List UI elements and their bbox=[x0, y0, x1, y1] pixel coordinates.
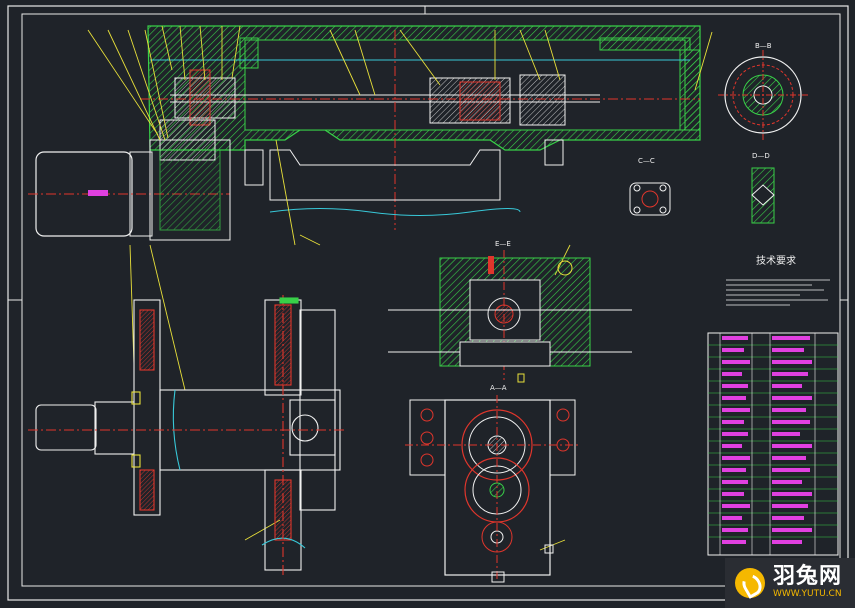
top-view bbox=[28, 295, 345, 575]
tech-requirements-lines bbox=[726, 279, 830, 306]
section-label-c: C—C bbox=[638, 157, 655, 165]
section-view-b bbox=[388, 250, 632, 383]
section-labels: B—B C—C D—D E—E A—A bbox=[490, 42, 772, 392]
main-housing-section bbox=[140, 25, 701, 230]
watermark: 羽兔网 WWW.YUTU.CN bbox=[725, 558, 855, 608]
section-label-d: D—D bbox=[752, 152, 770, 160]
detail-view-disc bbox=[718, 50, 808, 140]
tech-requirements-title: 技术要求 bbox=[756, 254, 796, 267]
detail-view-flange bbox=[629, 182, 671, 216]
section-label-e: E—E bbox=[495, 240, 511, 248]
gearbox-section-view bbox=[405, 395, 580, 583]
parts-list-table bbox=[707, 332, 839, 556]
detail-view-pulley bbox=[751, 167, 775, 224]
motor-side-view bbox=[28, 139, 231, 241]
leader-lines bbox=[87, 25, 713, 551]
section-label-a: A—A bbox=[490, 384, 507, 392]
watermark-url: WWW.YUTU.CN bbox=[773, 589, 842, 599]
section-label-b: B—B bbox=[755, 42, 772, 50]
yutu-logo-icon bbox=[735, 568, 765, 598]
watermark-brand: 羽兔网 bbox=[773, 564, 843, 589]
watermark-text: 羽兔网 WWW.YUTU.CN bbox=[773, 566, 842, 600]
drawing-frame bbox=[7, 5, 849, 601]
